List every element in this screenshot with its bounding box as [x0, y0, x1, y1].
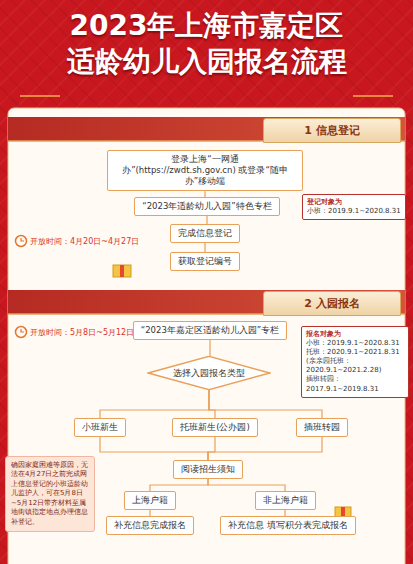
node-text: 1 信息登记 [268, 123, 396, 138]
node-text: 确因家庭困难等原因，无法在4月27日之前完成网上信息登记的小班适龄幼儿监护人，可… [11, 461, 89, 527]
process-box: 小班新生 [74, 418, 126, 437]
process-box: “2023年适龄幼儿入园”特色专栏 [134, 197, 279, 216]
connector [204, 243, 205, 252]
connector [150, 479, 208, 491]
page-title: 2023年上海市嘉定区 适龄幼儿入园报名流程 [16, 8, 397, 81]
process-box: 补充信息 填写积分表完成报名 [220, 516, 356, 535]
process-box: 插班转园 [296, 418, 348, 437]
label-text: 开放时间：4月20日~4月27日 [30, 236, 139, 247]
node-text: 2 入园报名 [268, 296, 396, 311]
title-text: 2023年上海市嘉定区 适龄幼儿入园报名流程 [16, 8, 397, 81]
connector [208, 437, 322, 460]
connector [206, 216, 207, 224]
stripes [20, 95, 393, 97]
note-box: 确因家庭困难等原因，无法在4月27日之前完成网上信息登记的小班适龄幼儿监护人，可… [5, 456, 95, 532]
callout-box: 报名对象为小班：2019.9.1~2020.8.31托班：2020.9.1~20… [301, 326, 409, 398]
connector [100, 390, 209, 418]
node-text: (亲亲园托班：2020.9.1~2021.2.28) [306, 357, 404, 375]
process-box: 登录上海“一网通办”(https://zwdt.sh.gov.cn) 或登录“随… [107, 150, 303, 191]
node-text: 插班转园 [304, 422, 340, 433]
connector [208, 437, 215, 460]
process-box: 阅读招生须知 [173, 460, 243, 479]
node-text: 托班新生(公办园) [180, 422, 250, 433]
connector [209, 340, 210, 356]
node-text: 补充信息完成报名 [114, 520, 186, 531]
node-text: 插班转园：2017.9.1~2019.8.31 [306, 375, 404, 393]
node-text: 上海户籍 [132, 495, 168, 506]
process-box: 非上海户籍 [255, 491, 316, 510]
node-text: 小班：2019.9.1~2020.8.31 [307, 207, 401, 216]
callout-box: 登记对象为小班：2019.9.1~2020.8.31 [302, 194, 406, 220]
process-box: “2023年嘉定区适龄幼儿入园”专栏 [133, 321, 287, 340]
node-text: 阅读招生须知 [181, 464, 235, 475]
node-text: “2023年嘉定区适龄幼儿入园”专栏 [141, 325, 279, 336]
node-text: 补充信息 填写积分表完成报名 [228, 520, 348, 531]
node-text: 小班：2019.9.1~2020.8.31 [306, 339, 404, 348]
time-label: 开放时间：5月8日~5月12日 [30, 327, 134, 338]
connector [208, 479, 285, 491]
process-box: 上海户籍 [124, 491, 176, 510]
label-text: 开放时间：5月8日~5月12日 [30, 327, 134, 338]
node-text: 小班新生 [82, 422, 118, 433]
process-box: 托班新生(公办园) [172, 418, 258, 437]
section-tab: 1 信息登记 [263, 118, 401, 143]
node-text: “2023年适龄幼儿入园”特色专栏 [142, 201, 271, 212]
connector [100, 437, 208, 460]
node-text: 获取登记编号 [178, 256, 232, 267]
process-box: 补充信息完成报名 [106, 516, 194, 535]
time-label: 开放时间：4月20日~4月27日 [30, 236, 139, 247]
clock-icon [16, 327, 27, 338]
clock-icon [16, 236, 27, 247]
section-tab: 2 入园报名 [263, 291, 401, 316]
node-text: 托班：2020.9.1~2021.8.31 [306, 348, 404, 357]
callout-heading: 登记对象为 [307, 198, 401, 207]
node-text: 非上海户籍 [263, 495, 308, 506]
decision-diamond: 选择入园报名类型 [147, 356, 271, 390]
node-text: 完成信息登记 [178, 228, 232, 239]
callout-heading: 报名对象为 [306, 330, 404, 339]
node-text: 登录上海“一网通办”(https://zwdt.sh.gov.cn) 或登录“随… [115, 154, 295, 187]
node-text: 选择入园报名类型 [173, 367, 245, 380]
process-box: 完成信息登记 [170, 224, 240, 243]
process-box: 获取登记编号 [170, 252, 240, 271]
connector [209, 390, 215, 418]
